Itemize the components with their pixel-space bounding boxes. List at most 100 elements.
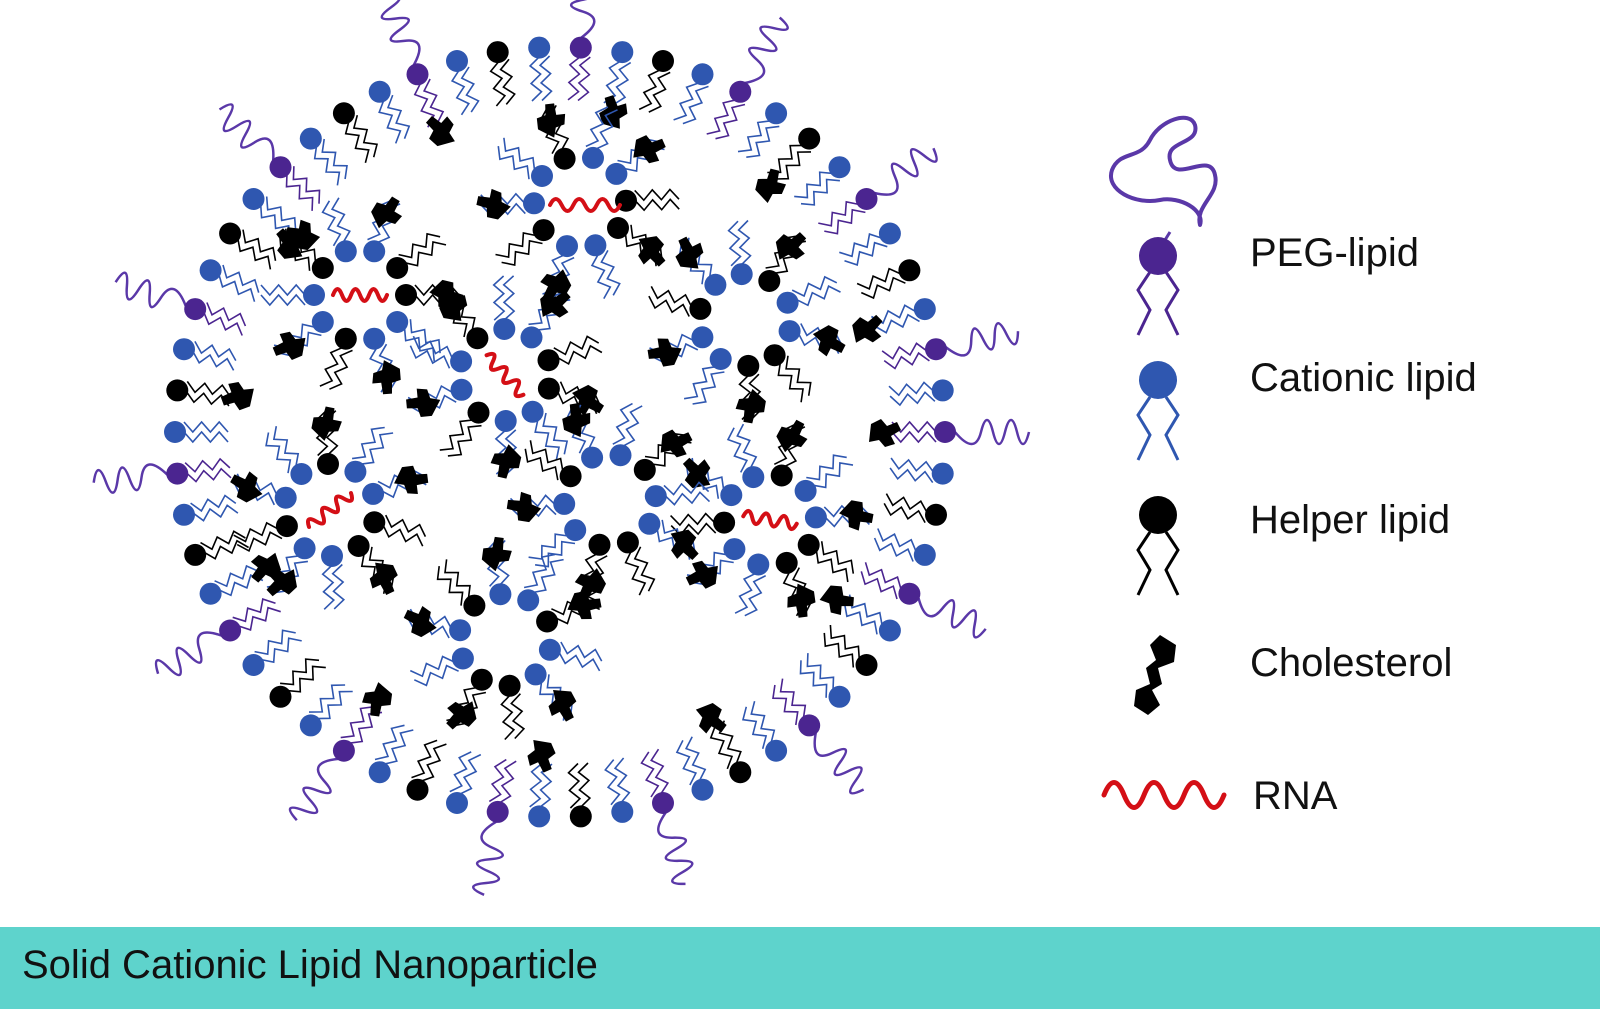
peg-lipid-tail <box>860 571 898 600</box>
cationic-lipid-tail <box>460 66 480 113</box>
peg-lipid-tail <box>348 711 383 744</box>
cholesterol <box>852 314 883 343</box>
cationic-lipid-tail <box>190 494 237 513</box>
helper-lipid-tail <box>885 493 928 514</box>
cationic-lipid-tail <box>873 537 914 562</box>
peg-lipid-tail <box>422 78 445 124</box>
helper-lipid <box>334 327 357 350</box>
peg-chain <box>874 147 938 196</box>
peg-lipid <box>729 80 752 103</box>
cationic-lipid-tail <box>844 241 888 266</box>
helper-lipid-tail <box>352 114 378 158</box>
cholesterol <box>266 568 297 597</box>
cationic-lipid <box>691 778 714 801</box>
helper-lipid-tail <box>186 380 231 397</box>
cationic-lipid-tail <box>664 491 711 506</box>
cationic-lipid <box>368 761 391 784</box>
peg-lipid <box>652 792 674 814</box>
cationic-lipid-tail <box>744 574 767 617</box>
cationic-lipid-tail <box>183 430 229 444</box>
peg-lipid-label: PEG-lipid <box>1250 231 1419 275</box>
peg-lipid-tail <box>824 208 866 235</box>
helper-lipid-tail <box>820 541 855 574</box>
footer-bar: Solid Cationic Lipid Nanoparticle <box>0 927 1600 1009</box>
helper-lipid <box>797 533 820 556</box>
helper-lipid-tail <box>237 238 272 270</box>
cationic-lipid <box>362 482 385 505</box>
helper-lipid <box>166 379 189 402</box>
cationic-lipid <box>553 492 576 515</box>
cationic-lipid-tail <box>737 120 772 153</box>
cationic-lipid <box>494 410 517 432</box>
helper-lipid-tail <box>280 658 320 686</box>
cationic-lipid <box>878 619 901 642</box>
cholesterol <box>695 702 727 734</box>
cholesterol <box>682 457 711 489</box>
helper-lipid <box>311 257 334 279</box>
cholesterol <box>572 384 605 416</box>
cationic-lipid <box>489 583 512 606</box>
cationic-lipid <box>520 326 543 349</box>
cationic-lipid-tail <box>321 200 342 247</box>
cholesterol-label: Cholesterol <box>1250 641 1453 685</box>
rna-label: RNA <box>1253 774 1338 818</box>
helper-lipid-tail <box>624 550 647 596</box>
cationic-lipid-tail <box>682 85 709 125</box>
cationic-lipid <box>638 512 661 535</box>
rna-strand <box>305 491 355 529</box>
cationic-lipid-tail <box>585 106 609 148</box>
peg-chain <box>954 418 1031 446</box>
helper-lipid-tail <box>499 58 516 105</box>
cholesterol <box>869 419 901 447</box>
peg-lipid-tail <box>818 200 860 227</box>
cholesterol <box>540 269 572 302</box>
cholesterol <box>536 103 566 138</box>
cationic-lipid-tail <box>622 405 643 448</box>
helper-lipid <box>347 535 370 557</box>
cholesterol <box>285 219 321 251</box>
peg-lipid-tail <box>881 342 928 360</box>
helper-lipid-tail <box>856 267 902 290</box>
cationic-lipid-tail <box>260 293 306 307</box>
helper-lipid <box>588 533 611 556</box>
cationic-lipid <box>321 545 343 567</box>
cationic-lipid-tail <box>218 273 256 302</box>
helper-lipid-tail <box>709 725 734 770</box>
peg-chain <box>92 463 169 494</box>
helper-lipid-tail <box>439 419 474 451</box>
cationic-lipid <box>828 685 851 708</box>
helper-lipid-tail <box>829 624 861 660</box>
cholesterol <box>369 562 398 595</box>
cationic-lipid-tail <box>383 729 414 765</box>
helper-lipid-tail <box>420 743 447 783</box>
cholesterol <box>490 444 522 479</box>
cholesterol <box>735 388 766 424</box>
cholesterol <box>311 406 342 441</box>
peg-chain <box>657 811 694 886</box>
cationic-lipid-tail <box>613 757 631 804</box>
cationic-lipid-tail <box>600 250 621 296</box>
peg-chain <box>569 0 596 39</box>
cationic-lipid-tail <box>874 313 920 334</box>
helper-lipid-tail <box>577 762 592 808</box>
rna-strand <box>741 508 799 532</box>
helper-lipid-tail <box>447 424 482 457</box>
peg-chain <box>380 0 421 66</box>
cationic-lipid <box>931 462 954 485</box>
peg-chain <box>154 631 222 677</box>
cationic-lipid <box>528 805 551 828</box>
peg-chain <box>218 103 275 161</box>
cationic-lipid-tail <box>497 146 530 180</box>
cationic-lipid-tail <box>595 109 618 150</box>
peg-lipid <box>166 462 189 485</box>
helper-lipid <box>763 344 786 367</box>
cholesterol <box>819 585 854 616</box>
peg-lipid <box>406 63 429 86</box>
cationic-lipid-tail <box>308 684 346 713</box>
cationic-lipid-tail <box>265 432 292 474</box>
cholesterol <box>230 471 263 503</box>
peg-lipid <box>925 338 947 361</box>
helper-lipid <box>925 503 947 526</box>
cationic-lipid-tail <box>316 690 353 720</box>
cationic-lipid-tail <box>795 284 841 307</box>
